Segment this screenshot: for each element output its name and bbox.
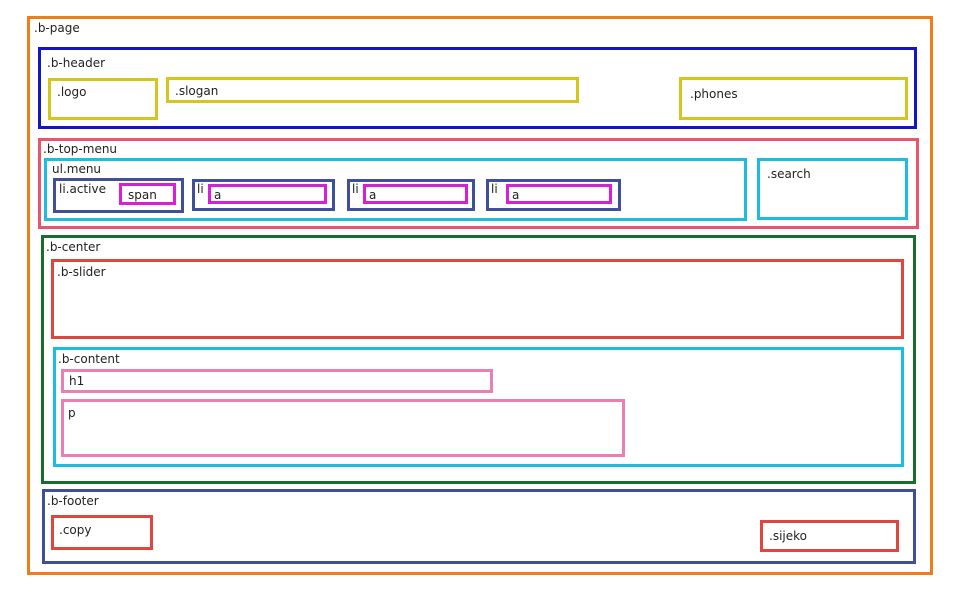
menu-item-label: li.active [59,182,106,196]
menu-item-label: li [197,182,204,196]
b-page-box: .b-page [27,16,933,575]
menu-item-child-label: a [369,188,377,202]
copy-box: .copy [51,515,153,550]
sijeko-label: .sijeko [769,529,807,543]
menu-item-child-label: span [128,188,157,202]
b-slider-box: .b-slider [51,259,904,339]
menu-item-label: li [352,182,359,196]
b-top-menu-label: .b-top-menu [43,142,118,156]
menu-item[interactable]: li [347,179,475,211]
b-header-box: .b-header [38,47,917,129]
b-page-label: .b-page [34,21,80,35]
menu-item-child-label: a [214,188,222,202]
sijeko-box[interactable]: .sijeko [760,520,899,552]
b-slider-label: .b-slider [57,265,106,279]
ul-menu-box: ul.menu [44,158,747,221]
b-center-box: .b-center [41,235,916,484]
b-content-box: .b-content [53,347,904,467]
menu-item-link[interactable]: a [208,184,327,204]
p-box: p [61,399,625,457]
menu-item-link[interactable]: a [363,184,468,204]
b-footer-label: .b-footer [47,494,99,508]
ul-menu-label: ul.menu [52,162,102,176]
p-label: p [68,406,76,420]
search-label: .search [767,167,811,181]
b-top-menu-box: .b-top-menu [38,138,919,229]
menu-item-link[interactable]: a [506,184,612,204]
h1-label: h1 [69,374,85,388]
copy-label: .copy [59,523,92,537]
menu-item[interactable]: li [486,179,621,211]
h1-box: h1 [61,369,493,393]
menu-item-label: li [491,182,498,196]
b-header-label: .b-header [47,56,106,70]
menu-item-child-label: a [512,188,520,202]
phones-box: .phones [679,77,908,120]
slogan-box: .slogan [166,77,579,103]
b-center-label: .b-center [46,240,101,254]
phones-label: .phones [690,87,738,101]
slogan-label: .slogan [175,84,219,98]
logo-label: .logo [57,85,87,99]
menu-item[interactable]: li [192,179,335,211]
menu-item-active[interactable]: li.active [53,178,184,213]
logo-box: .logo [48,78,158,120]
b-footer-box: .b-footer [42,489,916,564]
b-content-label: .b-content [58,352,120,366]
search-box[interactable]: .search [757,158,908,220]
menu-item-span: span [119,183,176,205]
